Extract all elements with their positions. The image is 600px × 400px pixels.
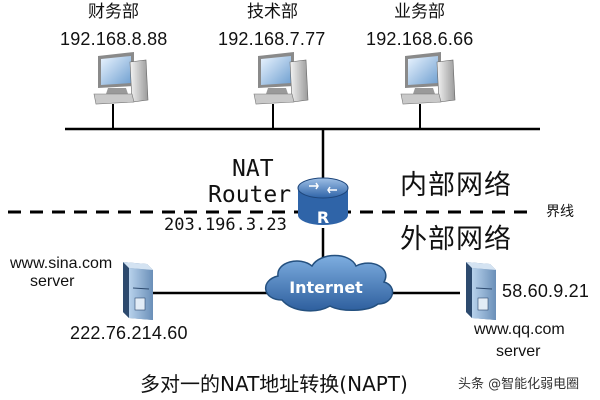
dept-name-tech: 技术部 xyxy=(247,2,298,22)
zone-inside-label: 内部网络 xyxy=(400,170,512,201)
internet-cloud-icon xyxy=(265,254,394,312)
sina-server-ip: 222.76.214.60 xyxy=(70,323,188,343)
diagram-caption: 多对一的NAT地址转换(NAPT) xyxy=(140,372,408,396)
dept-ip-tech: 192.168.7.77 xyxy=(218,29,326,49)
boundary-label: 界线 xyxy=(546,204,574,220)
computer-icon xyxy=(93,52,149,105)
computer-icon xyxy=(253,52,309,105)
server-icon xyxy=(466,262,496,320)
dept-name-business: 业务部 xyxy=(394,2,445,22)
watermark: 头条 @智能化弱电圈 xyxy=(458,377,580,392)
router-public-ip: 203.196.3.23 xyxy=(164,215,287,235)
server-icon xyxy=(123,262,153,320)
zone-outside-label: 外部网络 xyxy=(400,224,512,255)
qq-server-ip: 58.60.9.21 xyxy=(502,281,590,301)
computer-icon xyxy=(400,52,456,105)
router-letter: R xyxy=(317,208,329,227)
sina-server-name: www.sina.com xyxy=(10,255,113,272)
dept-name-finance: 财务部 xyxy=(88,2,139,22)
qq-server-role: server xyxy=(496,343,541,360)
router-icon xyxy=(297,177,349,225)
dept-ip-finance: 192.168.8.88 xyxy=(60,29,168,49)
dept-ip-business: 192.168.6.66 xyxy=(366,29,474,49)
router-label-router: Router xyxy=(208,182,292,208)
qq-server-name: www.qq.com xyxy=(474,321,565,338)
sina-server-role: server xyxy=(30,273,75,290)
router-label-nat: NAT xyxy=(232,156,274,182)
internet-label: Internet xyxy=(289,278,363,297)
